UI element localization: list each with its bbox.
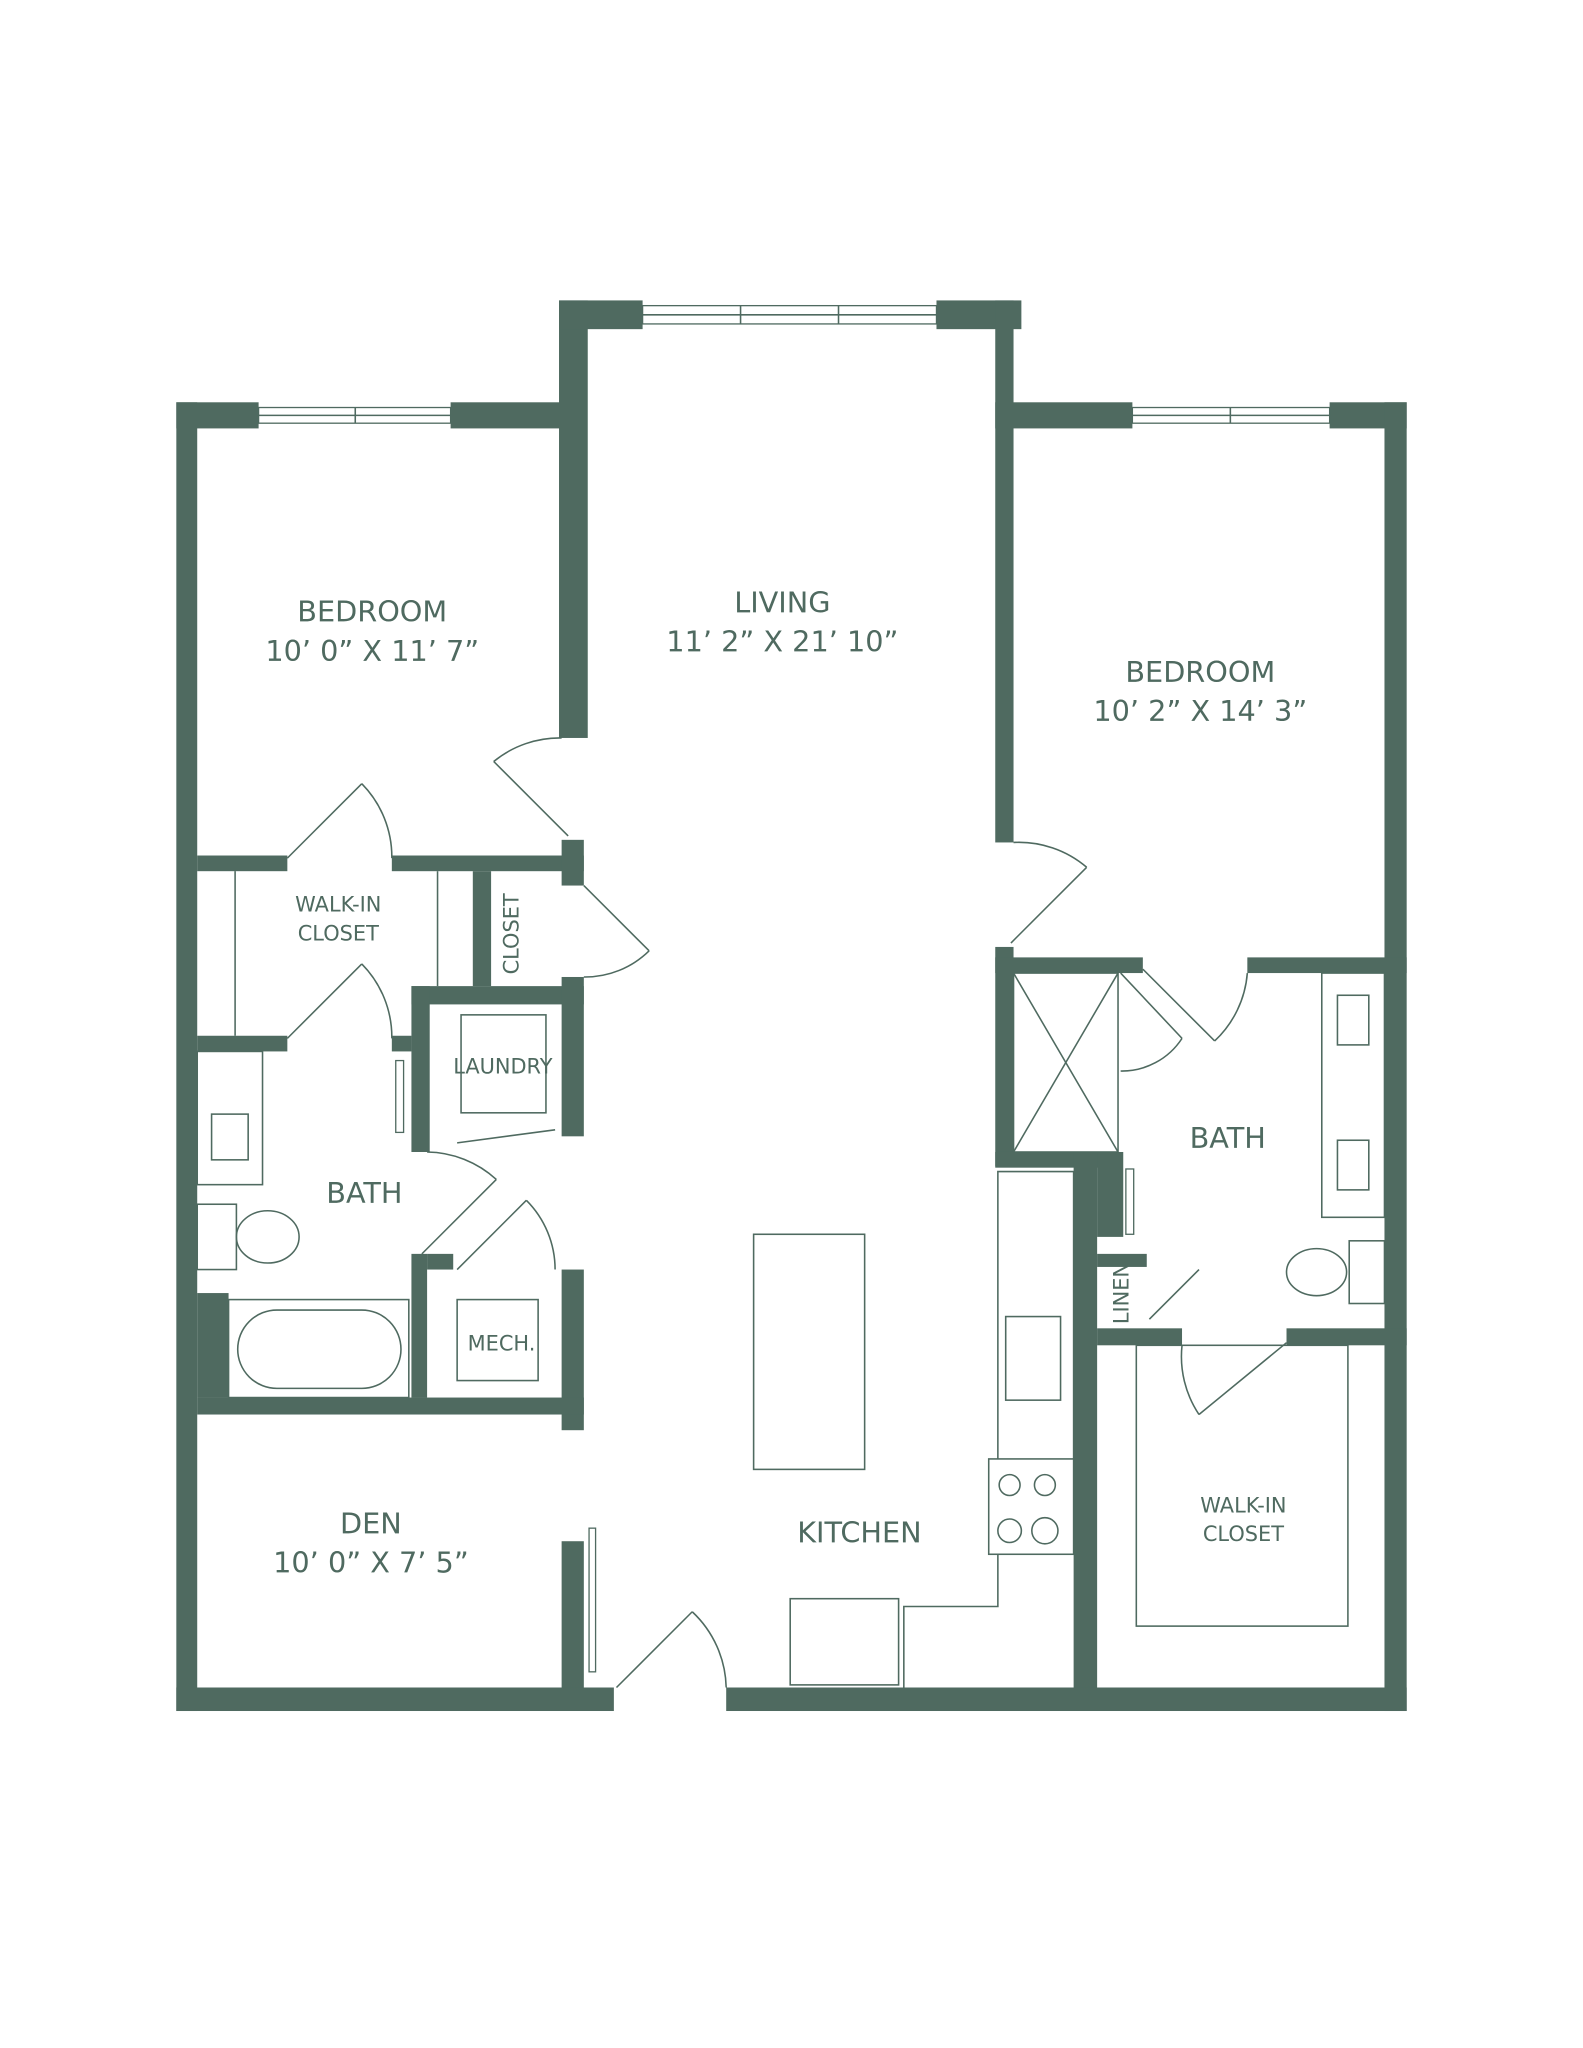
- den-size: 10’ 0” X 7’ 5”: [273, 1546, 469, 1580]
- bath-left-label: BATH: [326, 1176, 402, 1210]
- closet-label: CLOSET: [500, 893, 524, 974]
- vanity: [196, 1050, 264, 1186]
- windows: [257, 304, 1331, 424]
- double-vanity: [1320, 972, 1386, 1219]
- bedroom-left-name: BEDROOM: [297, 595, 447, 629]
- closet-shelf: [1135, 1344, 1349, 1627]
- bedroom-right-size: 10’ 2” X 14’ 3”: [1093, 694, 1307, 728]
- walkin-right-line2: CLOSET: [1203, 1522, 1284, 1546]
- mech-label: MECH.: [468, 1332, 536, 1356]
- toilet: [235, 1209, 300, 1264]
- kitchen-island: [752, 1233, 866, 1471]
- bathtub: [227, 1298, 410, 1399]
- laundry-label: LAUNDRY: [453, 1055, 553, 1079]
- range: [987, 1458, 1075, 1556]
- living-name: LIVING: [734, 586, 830, 620]
- linen-label: LINEN: [1109, 1262, 1133, 1324]
- bath-right-label: BATH: [1190, 1121, 1266, 1155]
- walkin-right-line1: WALK-IN: [1200, 1493, 1286, 1517]
- fixtures: [196, 871, 1386, 1688]
- doors[interactable]: [286, 737, 1288, 1689]
- walkin-left-line2: CLOSET: [298, 921, 379, 945]
- room-labels: BEDROOM 10’ 0” X 11’ 7” LIVING 11’ 2” X …: [265, 586, 1307, 1580]
- dishwasher: [789, 1597, 900, 1686]
- bedroom-right-name: BEDROOM: [1125, 655, 1275, 689]
- water-heater: [456, 1298, 539, 1382]
- bedroom-left-size: 10’ 0” X 11’ 7”: [265, 634, 479, 668]
- washer-dryer: [460, 1014, 547, 1114]
- living-size: 11’ 2” X 21’ 10”: [666, 625, 898, 659]
- kitchen-label: KITCHEN: [797, 1516, 921, 1550]
- kitchen-sink: [1004, 1315, 1062, 1401]
- toilet-tank: [196, 1203, 238, 1271]
- walls: [176, 300, 1407, 1712]
- shower: [1012, 972, 1119, 1153]
- toilet-right: [1285, 1247, 1348, 1297]
- walkin-left-line1: WALK-IN: [295, 893, 381, 917]
- den-name: DEN: [340, 1506, 402, 1540]
